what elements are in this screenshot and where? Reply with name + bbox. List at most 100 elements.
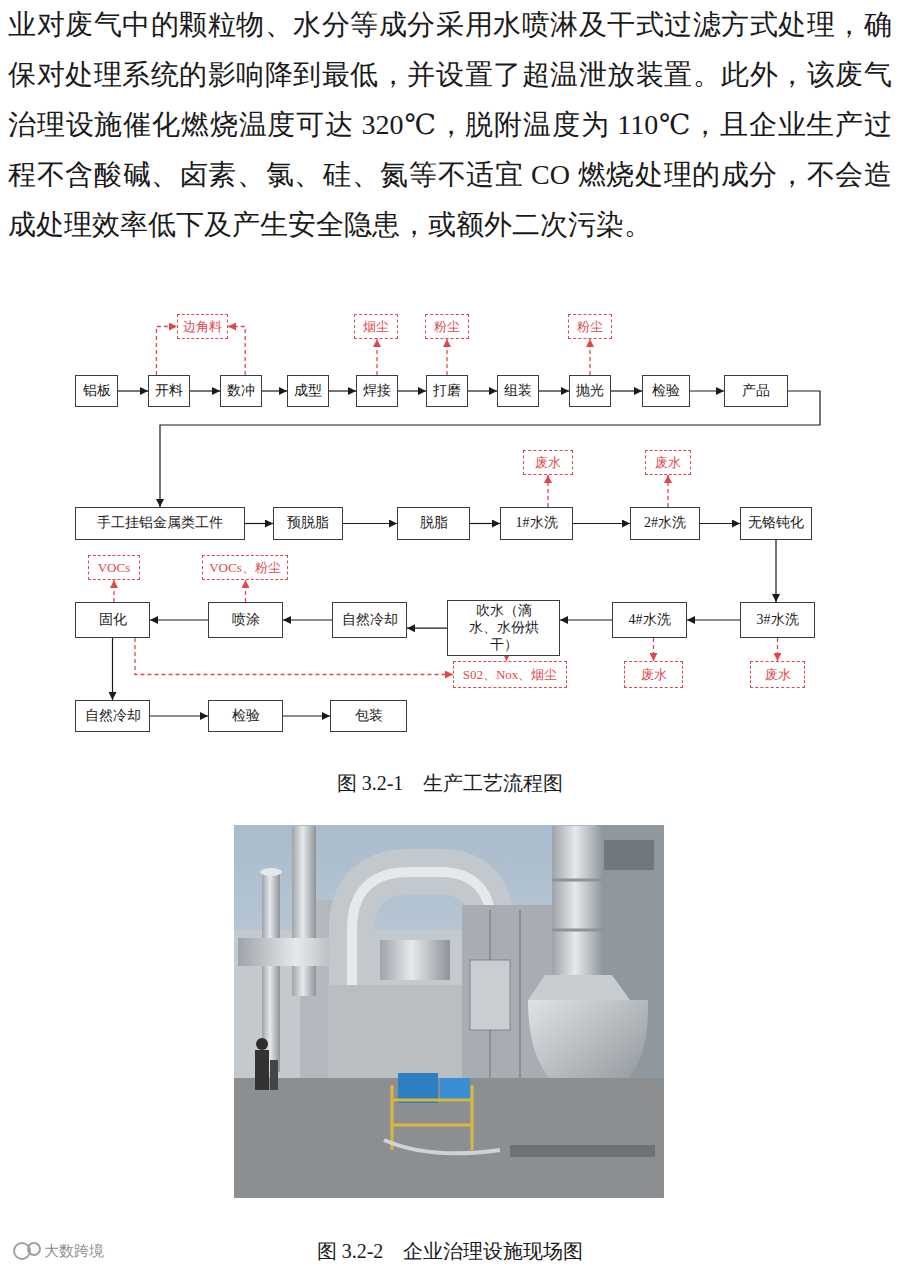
flow-arrow xyxy=(150,715,208,716)
emission-box: VOCs xyxy=(88,555,140,580)
box-text: 固化 xyxy=(99,612,127,629)
process-box: 自然冷却 xyxy=(332,602,407,638)
process-box: 脱脂 xyxy=(397,507,470,540)
stack-transition xyxy=(528,975,630,1000)
emission-arrow xyxy=(777,638,778,661)
box-text: 手工挂铝金属类工件 xyxy=(97,515,223,532)
emission-box: 粉尘 xyxy=(568,314,612,339)
box-text: 4#水洗 xyxy=(629,612,671,629)
box-text: 开料 xyxy=(155,383,183,400)
box-text: 粉尘 xyxy=(434,319,460,335)
box-text: S02、Nox、烟尘 xyxy=(463,667,558,683)
ground xyxy=(234,1078,664,1198)
control-panel xyxy=(470,960,510,1030)
flow-arrow xyxy=(407,628,447,629)
box-text: 废水 xyxy=(655,455,681,471)
box-text: 脱脂 xyxy=(420,515,448,532)
emission-arrow xyxy=(245,580,246,602)
box-text: 3#水洗 xyxy=(757,612,799,629)
figure-caption: 图 3.2-1 生产工艺流程图 xyxy=(0,768,900,798)
body-paragraph: 业对废气中的颗粒物、水分等成分采用水喷淋及干式过滤方式处理，确保对处理系统的影响… xyxy=(8,0,892,250)
flow-arrow xyxy=(150,619,208,620)
process-box: 1#水洗 xyxy=(500,507,573,540)
flow-arrow xyxy=(112,638,113,700)
process-box: 检验 xyxy=(208,700,283,732)
box-text: 无铬钝化 xyxy=(748,515,804,532)
emission-arrow xyxy=(376,339,377,375)
chimney-cap xyxy=(260,868,282,876)
process-box: 打磨 xyxy=(426,375,468,407)
box-text: 包装 xyxy=(355,708,383,725)
process-box: 铝板 xyxy=(75,375,118,407)
process-box: 手工挂铝金属类工件 xyxy=(75,507,245,540)
flow-arrow xyxy=(283,619,332,620)
box-text: 吹水（滴水、水份烘干） xyxy=(462,603,545,653)
person xyxy=(270,1060,278,1090)
box-text: 1#水洗 xyxy=(516,515,558,532)
process-box: 产品 xyxy=(724,375,788,407)
emission-box: 烟尘 xyxy=(354,314,398,339)
box-text: VOCs xyxy=(98,560,131,576)
scrubber-unit xyxy=(328,985,468,1080)
stack-ring xyxy=(552,879,604,882)
process-box: 3#水洗 xyxy=(740,602,815,638)
building-vent xyxy=(604,840,654,870)
box-text: 边角料 xyxy=(183,319,222,335)
flow-arrow xyxy=(343,523,397,524)
flow-arrow xyxy=(573,523,630,524)
box-text: 废水 xyxy=(535,455,561,471)
process-box: 4#水洗 xyxy=(612,602,687,638)
flow-arrow xyxy=(118,390,148,391)
base-frame xyxy=(510,1145,655,1157)
emission-arrow xyxy=(113,580,114,602)
emission-arrow xyxy=(667,475,668,507)
process-box: 自然冷却 xyxy=(75,700,150,732)
box-text: 废水 xyxy=(765,667,791,683)
emission-box: 粉尘 xyxy=(425,314,469,339)
person xyxy=(255,1050,269,1090)
flow-arrow xyxy=(690,390,724,391)
person xyxy=(256,1038,268,1050)
box-text: 检验 xyxy=(232,708,260,725)
emission-box: 废水 xyxy=(523,450,573,475)
process-box: 喷涂 xyxy=(208,602,283,638)
emission-arrow xyxy=(156,327,177,376)
flow-arrow xyxy=(470,523,500,524)
box-text: 抛光 xyxy=(576,383,604,400)
emission-box: 废水 xyxy=(645,450,691,475)
box-text: 废水 xyxy=(641,667,667,683)
process-box: 成型 xyxy=(287,375,329,407)
photo-scene xyxy=(234,825,664,1198)
emission-arrow xyxy=(653,638,654,661)
flow-arrow xyxy=(700,523,740,524)
process-box: 抛光 xyxy=(569,375,611,407)
process-box: 吹水（滴水、水份烘干） xyxy=(447,600,560,656)
process-box: 固化 xyxy=(75,602,150,638)
process-box: 数冲 xyxy=(220,375,262,407)
flow-arrow xyxy=(539,390,569,391)
emission-arrow xyxy=(135,638,453,675)
flow-arrow xyxy=(245,523,273,524)
box-text: 铝板 xyxy=(83,383,111,400)
process-box: 焊接 xyxy=(356,375,398,407)
box-text: 焊接 xyxy=(363,383,391,400)
box-text: 数冲 xyxy=(227,383,255,400)
blue-tank xyxy=(440,1078,470,1102)
ground-pipe xyxy=(384,1140,500,1153)
emission-box: VOCs、粉尘 xyxy=(202,555,288,580)
flow-arrow xyxy=(398,390,426,391)
process-box: 无铬钝化 xyxy=(740,507,812,540)
chimney xyxy=(292,826,316,996)
process-box: 2#水洗 xyxy=(630,507,700,540)
box-text: 成型 xyxy=(294,383,322,400)
flow-arrow xyxy=(262,390,287,391)
duct-elbow xyxy=(380,940,450,980)
box-text: 组装 xyxy=(504,383,532,400)
emission-arrow xyxy=(446,339,447,375)
box-text: 打磨 xyxy=(433,383,461,400)
emission-arrow xyxy=(547,475,548,507)
process-box: 预脱脂 xyxy=(273,507,343,540)
process-box: 检验 xyxy=(642,375,690,407)
